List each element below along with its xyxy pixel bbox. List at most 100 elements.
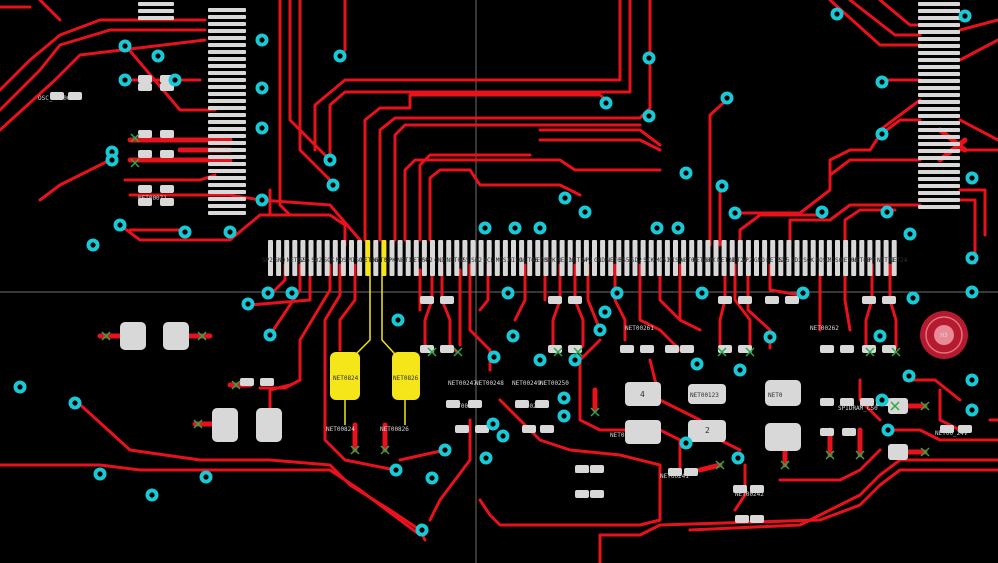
smd-pad-icon[interactable]	[138, 198, 152, 206]
ic-pin[interactable]	[208, 57, 246, 61]
smd-pad-icon[interactable]	[160, 198, 174, 206]
smd-pad-icon[interactable]	[590, 465, 604, 473]
ic-pin[interactable]	[918, 121, 960, 125]
via-icon[interactable]	[593, 323, 607, 337]
ic-pin[interactable]	[208, 22, 246, 26]
connector-pin[interactable]	[583, 240, 589, 276]
connector-pin[interactable]	[745, 240, 751, 276]
via-icon[interactable]	[168, 73, 182, 87]
ic-pin[interactable]	[918, 72, 960, 76]
connector-pin[interactable]	[438, 240, 444, 276]
smd-pad-icon[interactable]	[575, 490, 589, 498]
connector-pin[interactable]	[851, 240, 857, 276]
ic-pin[interactable]	[208, 64, 246, 68]
via-icon[interactable]	[881, 423, 895, 437]
smd-pad-icon[interactable]	[888, 398, 908, 414]
via-icon[interactable]	[965, 373, 979, 387]
via-icon[interactable]	[728, 206, 742, 220]
via-icon[interactable]	[671, 221, 685, 235]
via-icon[interactable]	[415, 523, 429, 537]
connector-pin[interactable]	[697, 240, 703, 276]
smd-pad-icon[interactable]	[420, 296, 434, 304]
ic-pin[interactable]	[208, 155, 246, 159]
ic-pin[interactable]	[918, 44, 960, 48]
connector-pin[interactable]	[430, 240, 435, 276]
smd-pad-icon[interactable]	[440, 345, 454, 353]
smd-pad-icon[interactable]	[568, 296, 582, 304]
via-icon[interactable]	[763, 330, 777, 344]
ic-pin[interactable]	[918, 184, 960, 188]
connector-j1[interactable]	[268, 240, 897, 276]
connector-pin[interactable]	[527, 240, 533, 276]
ic-pin[interactable]	[918, 198, 960, 202]
connector-pin[interactable]	[867, 240, 873, 276]
smd-pad-icon[interactable]	[256, 408, 282, 442]
ic-pin[interactable]	[918, 23, 960, 27]
ic-pin[interactable]	[918, 205, 960, 209]
connector-pin[interactable]	[794, 240, 800, 276]
ic-pin[interactable]	[208, 106, 246, 110]
smd-pad-icon[interactable]	[160, 150, 174, 158]
ic-pin[interactable]	[208, 183, 246, 187]
via-icon[interactable]	[610, 286, 624, 300]
via-icon[interactable]	[679, 436, 693, 450]
ic-pin[interactable]	[918, 177, 960, 181]
ic-pin[interactable]	[918, 142, 960, 146]
ic-pin[interactable]	[918, 37, 960, 41]
ic-pin[interactable]	[208, 141, 246, 145]
ic-pin[interactable]	[208, 162, 246, 166]
smd-pad-icon[interactable]	[440, 296, 454, 304]
connector-pin[interactable]	[413, 240, 419, 276]
smd-pad-icon[interactable]	[535, 400, 549, 408]
connector-pin[interactable]	[454, 240, 460, 276]
via-icon[interactable]	[720, 91, 734, 105]
smd-pad-icon[interactable]	[785, 296, 799, 304]
via-icon[interactable]	[391, 313, 405, 327]
ic-pin[interactable]	[208, 15, 246, 19]
smd-pad-icon[interactable]	[958, 425, 972, 433]
connector-pin[interactable]	[357, 240, 363, 276]
ic-pin[interactable]	[918, 163, 960, 167]
via-icon[interactable]	[875, 393, 889, 407]
smd-pad-icon[interactable]	[212, 408, 238, 442]
smd-pad-icon[interactable]	[862, 296, 876, 304]
mounting-hole-icon[interactable]: H3	[920, 311, 968, 359]
via-icon[interactable]	[425, 471, 439, 485]
smd-pad-icon[interactable]	[888, 444, 908, 460]
connector-pin[interactable]	[284, 240, 290, 276]
ic-pin[interactable]	[138, 9, 174, 13]
ic-pin[interactable]	[138, 2, 174, 6]
smd-pad-icon[interactable]	[842, 428, 856, 436]
via-icon[interactable]	[875, 75, 889, 89]
ic-pin[interactable]	[208, 127, 246, 131]
smd-pad-icon[interactable]	[750, 515, 764, 523]
via-icon[interactable]	[263, 328, 277, 342]
ic-pin[interactable]	[208, 176, 246, 180]
smd-pad-icon[interactable]	[735, 515, 749, 523]
smd-pad-icon[interactable]	[515, 400, 529, 408]
connector-pin[interactable]	[592, 240, 597, 276]
smd-pad-icon[interactable]	[625, 382, 661, 406]
via-icon[interactable]	[68, 396, 82, 410]
smd-pad-icon[interactable]	[688, 384, 726, 404]
ic-pin[interactable]	[918, 16, 960, 20]
via-icon[interactable]	[508, 221, 522, 235]
smd-pad-icon[interactable]	[684, 468, 698, 476]
ic-pin[interactable]	[918, 2, 960, 6]
via-icon[interactable]	[93, 467, 107, 481]
via-icon[interactable]	[690, 357, 704, 371]
via-icon[interactable]	[501, 286, 515, 300]
via-icon[interactable]	[965, 251, 979, 265]
smd-pad-icon[interactable]	[765, 380, 801, 406]
connector-pin[interactable]	[365, 240, 371, 276]
connector-pin[interactable]	[486, 240, 492, 276]
smd-pad-icon[interactable]	[240, 378, 254, 386]
ic-pin[interactable]	[918, 9, 960, 13]
connector-pin[interactable]	[608, 240, 614, 276]
connector-pin[interactable]	[818, 240, 824, 276]
smd-pad-icon[interactable]	[138, 130, 152, 138]
component-pads[interactable]	[50, 2, 972, 523]
connector-pin[interactable]	[519, 240, 525, 276]
connector-pin[interactable]	[754, 240, 759, 276]
via-icon[interactable]	[478, 221, 492, 235]
